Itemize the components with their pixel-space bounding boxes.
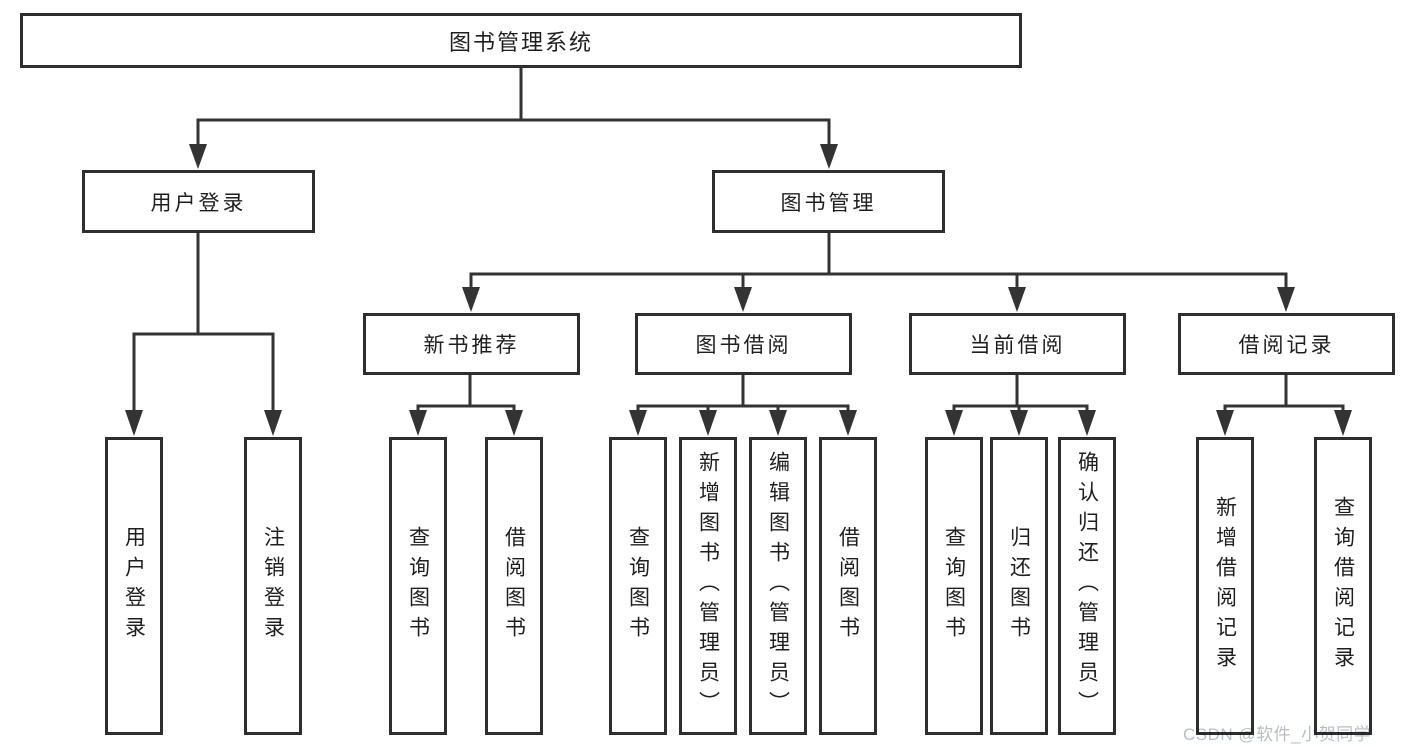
connector-new-book-recommend [409,373,523,436]
node-label: 图书管理 [780,191,877,215]
connector-user-login [125,231,282,436]
connector-root [189,66,838,169]
node-label: 借阅图书 [836,526,860,646]
leaf-edit-book-admin: 编辑图书（管理员） [749,437,807,735]
leaf-query-books-1: 查询图书 [389,437,447,735]
watermark: CSDN @软件_小贺同学 [1183,725,1372,744]
node-label: 借阅记录 [1238,334,1335,357]
node-label: 用户登录 [150,191,247,215]
leaf-borrow-books-1: 借阅图书 [485,437,543,735]
connector-book-borrowing [629,373,857,436]
node-label: 归还图书 [1007,526,1031,646]
node-label: 查询图书 [406,526,430,646]
node-current-borrowing: 当前借阅 [909,313,1126,375]
connector-borrowing-records [1216,373,1352,436]
connector-book-management [462,231,1295,312]
node-label: 查询图书 [942,526,966,646]
node-label: 当前借阅 [969,334,1066,357]
leaf-logout: 注销登录 [244,437,302,735]
node-label: 新增图书（管理员） [696,451,720,721]
connector-current-borrowing [945,373,1096,436]
node-label: 编辑图书（管理员） [766,451,790,721]
leaf-confirm-return-admin: 确认归还（管理员） [1058,437,1116,735]
node-library-management-system: 图书管理系统 [20,13,1022,68]
node-label: 图书管理系统 [448,29,593,55]
node-label: 借阅图书 [502,526,526,646]
leaf-user-login: 用户登录 [105,437,163,735]
node-label: 用户登录 [122,526,146,646]
leaf-borrow-books-2: 借阅图书 [819,437,877,735]
node-user-login: 用户登录 [82,170,315,233]
leaf-query-borrow-record: 查询借阅记录 [1314,437,1372,735]
leaf-return-books: 归还图书 [990,437,1048,735]
leaf-query-books-2: 查询图书 [609,437,667,735]
node-label: 注销登录 [261,526,285,646]
node-label: 图书借阅 [695,334,792,357]
node-label: 新书推荐 [423,334,520,357]
node-new-book-recommend: 新书推荐 [363,313,580,375]
node-label: 查询图书 [626,526,650,646]
leaf-add-book-admin: 新增图书（管理员） [679,437,737,735]
node-book-borrowing: 图书借阅 [635,313,852,375]
node-borrowing-records: 借阅记录 [1178,313,1395,375]
node-label: 新增借阅记录 [1213,496,1237,676]
node-book-management: 图书管理 [712,170,945,233]
leaf-query-books-3: 查询图书 [925,437,983,735]
node-label: 确认归还（管理员） [1075,451,1099,721]
leaf-add-borrow-record: 新增借阅记录 [1196,437,1254,735]
node-label: 查询借阅记录 [1331,496,1355,676]
